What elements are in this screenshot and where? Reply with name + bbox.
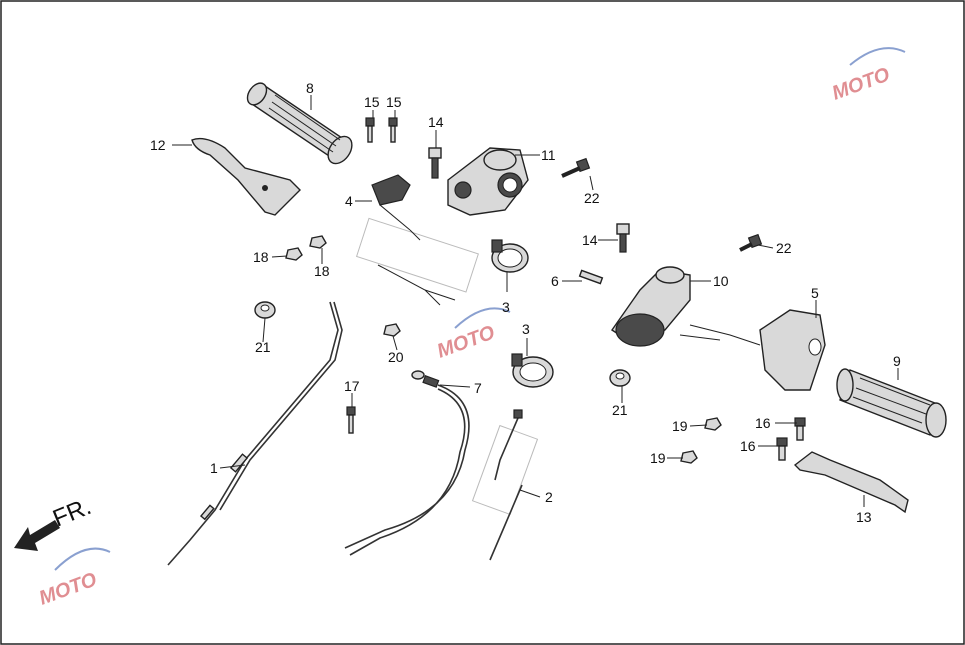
bolt-16-lower xyxy=(776,437,788,461)
callout-2: 2 xyxy=(545,489,553,505)
callout-21-left: 21 xyxy=(255,339,271,355)
callout-18-left: 18 xyxy=(253,249,269,265)
bolt-22-right xyxy=(739,233,763,252)
callout-8: 8 xyxy=(306,80,314,96)
callout-12: 12 xyxy=(150,137,166,153)
clutch-cable-1 xyxy=(167,301,343,566)
callout-11: 11 xyxy=(541,147,556,163)
clip-3-lower xyxy=(511,353,554,388)
callout-19-upper: 19 xyxy=(672,418,688,434)
callout-7: 7 xyxy=(474,380,482,396)
right-switch-5 xyxy=(679,309,826,391)
clutch-switch-4 xyxy=(371,174,411,231)
callout-10: 10 xyxy=(713,273,729,289)
cable-2 xyxy=(471,409,539,561)
clutch-lever-part xyxy=(191,137,301,216)
callout-3-upper: 3 xyxy=(502,299,510,315)
callout-14-right: 14 xyxy=(582,232,598,248)
callout-22-upper: 22 xyxy=(584,190,600,206)
screw-15-left xyxy=(365,117,375,143)
leader-lines xyxy=(172,95,899,507)
left-grip-part xyxy=(246,82,353,165)
callout-22-right: 22 xyxy=(776,240,792,256)
nut-20 xyxy=(383,323,401,337)
callout-13: 13 xyxy=(856,509,872,525)
callout-15-right: 15 xyxy=(386,94,402,110)
callout-5: 5 xyxy=(811,285,819,301)
nut-19-upper xyxy=(704,417,722,431)
callout-17: 17 xyxy=(344,378,360,394)
right-grip-9 xyxy=(836,368,947,438)
callout-1: 1 xyxy=(210,460,218,476)
bolt-14-right xyxy=(616,223,630,253)
callout-6: 6 xyxy=(551,273,559,289)
callout-21-right: 21 xyxy=(612,402,628,418)
lever-holder-11 xyxy=(447,147,529,216)
callout-16-lower: 16 xyxy=(740,438,756,454)
bolt-22-upper xyxy=(561,157,591,178)
clip-3-upper xyxy=(491,239,529,273)
bolt-14-left xyxy=(428,147,442,179)
collar-21-right xyxy=(609,369,631,387)
callout-20: 20 xyxy=(388,349,404,365)
nut-18-right xyxy=(309,235,327,249)
callout-9: 9 xyxy=(893,353,901,369)
callout-15-left: 15 xyxy=(364,94,380,110)
callout-3-lower: 3 xyxy=(522,321,530,337)
nut-18-left xyxy=(285,247,303,261)
brake-holder-10 xyxy=(611,266,691,347)
screw-15-right xyxy=(388,117,398,143)
callout-16-upper: 16 xyxy=(755,415,771,431)
brake-lever-13 xyxy=(793,451,909,514)
collar-21-left xyxy=(254,301,276,319)
bolt-16-upper xyxy=(794,417,806,441)
callout-19-lower: 19 xyxy=(650,450,666,466)
callout-14-left: 14 xyxy=(428,114,444,130)
switch-wire xyxy=(355,217,479,306)
callout-4: 4 xyxy=(345,193,353,209)
callout-18-right: 18 xyxy=(314,263,330,279)
throttle-cable-7 xyxy=(344,370,470,556)
pin-6 xyxy=(578,269,604,285)
nut-19-lower xyxy=(680,450,698,464)
screw-17 xyxy=(346,406,356,434)
